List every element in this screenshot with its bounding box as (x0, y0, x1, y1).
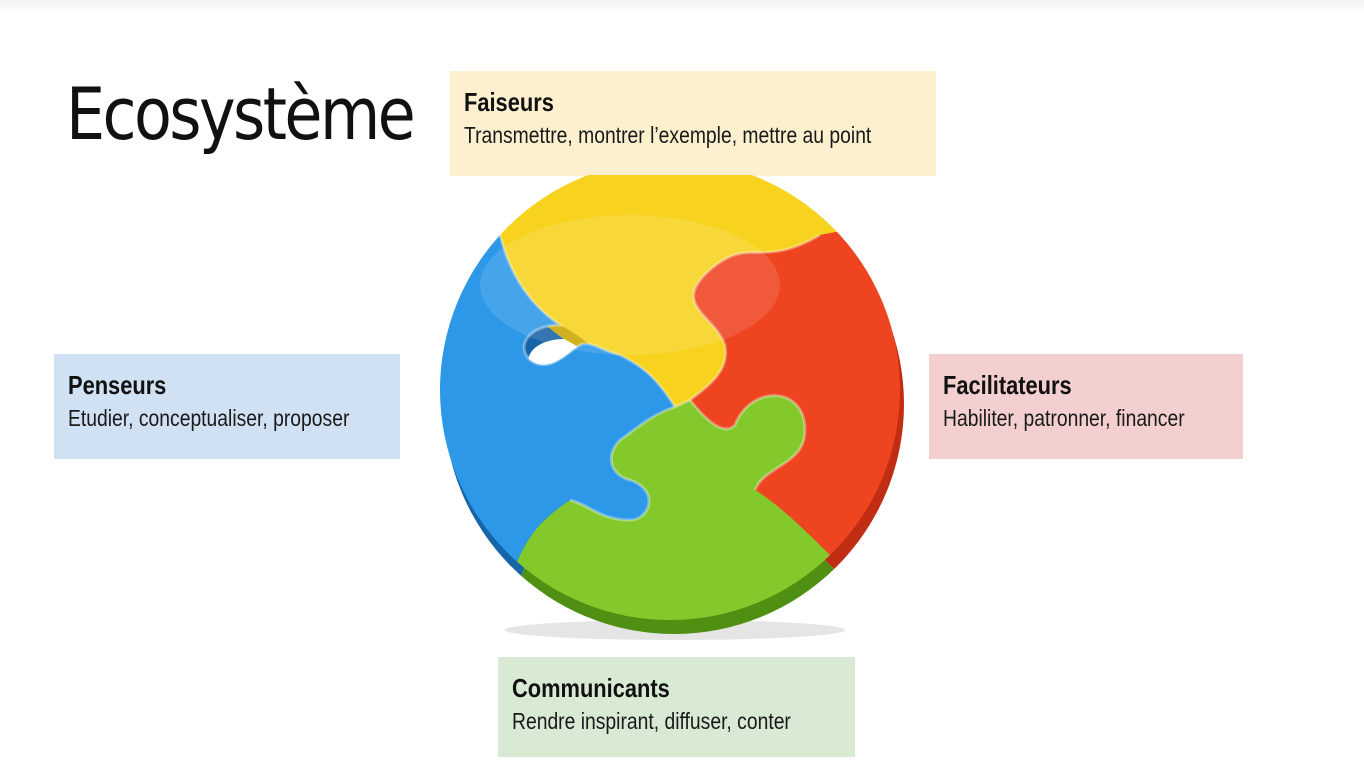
facilitateurs-box: Facilitateurs Habiliter, patronner, fina… (929, 354, 1243, 459)
penseurs-box: Penseurs Etudier, conceptualiser, propos… (54, 354, 400, 459)
faiseurs-title: Faiseurs (464, 87, 554, 117)
communicants-title: Communicants (512, 673, 670, 703)
facilitateurs-description: Habiliter, patronner, financer (943, 405, 1185, 431)
slide-title: Ecosystème (66, 72, 416, 156)
faiseurs-description: Transmettre, montrer l’exemple, mettre a… (464, 122, 872, 148)
communicants-box: Communicants Rendre inspirant, diffuser,… (498, 657, 855, 757)
slide-top-edge (0, 0, 1364, 14)
communicants-description: Rendre inspirant, diffuser, conter (512, 708, 791, 734)
puzzle-circle-icon (440, 175, 904, 640)
penseurs-title: Penseurs (68, 370, 167, 400)
faiseurs-box: Faiseurs Transmettre, montrer l’exemple,… (450, 71, 936, 176)
facilitateurs-title: Facilitateurs (943, 370, 1072, 400)
penseurs-description: Etudier, conceptualiser, proposer (68, 405, 350, 431)
